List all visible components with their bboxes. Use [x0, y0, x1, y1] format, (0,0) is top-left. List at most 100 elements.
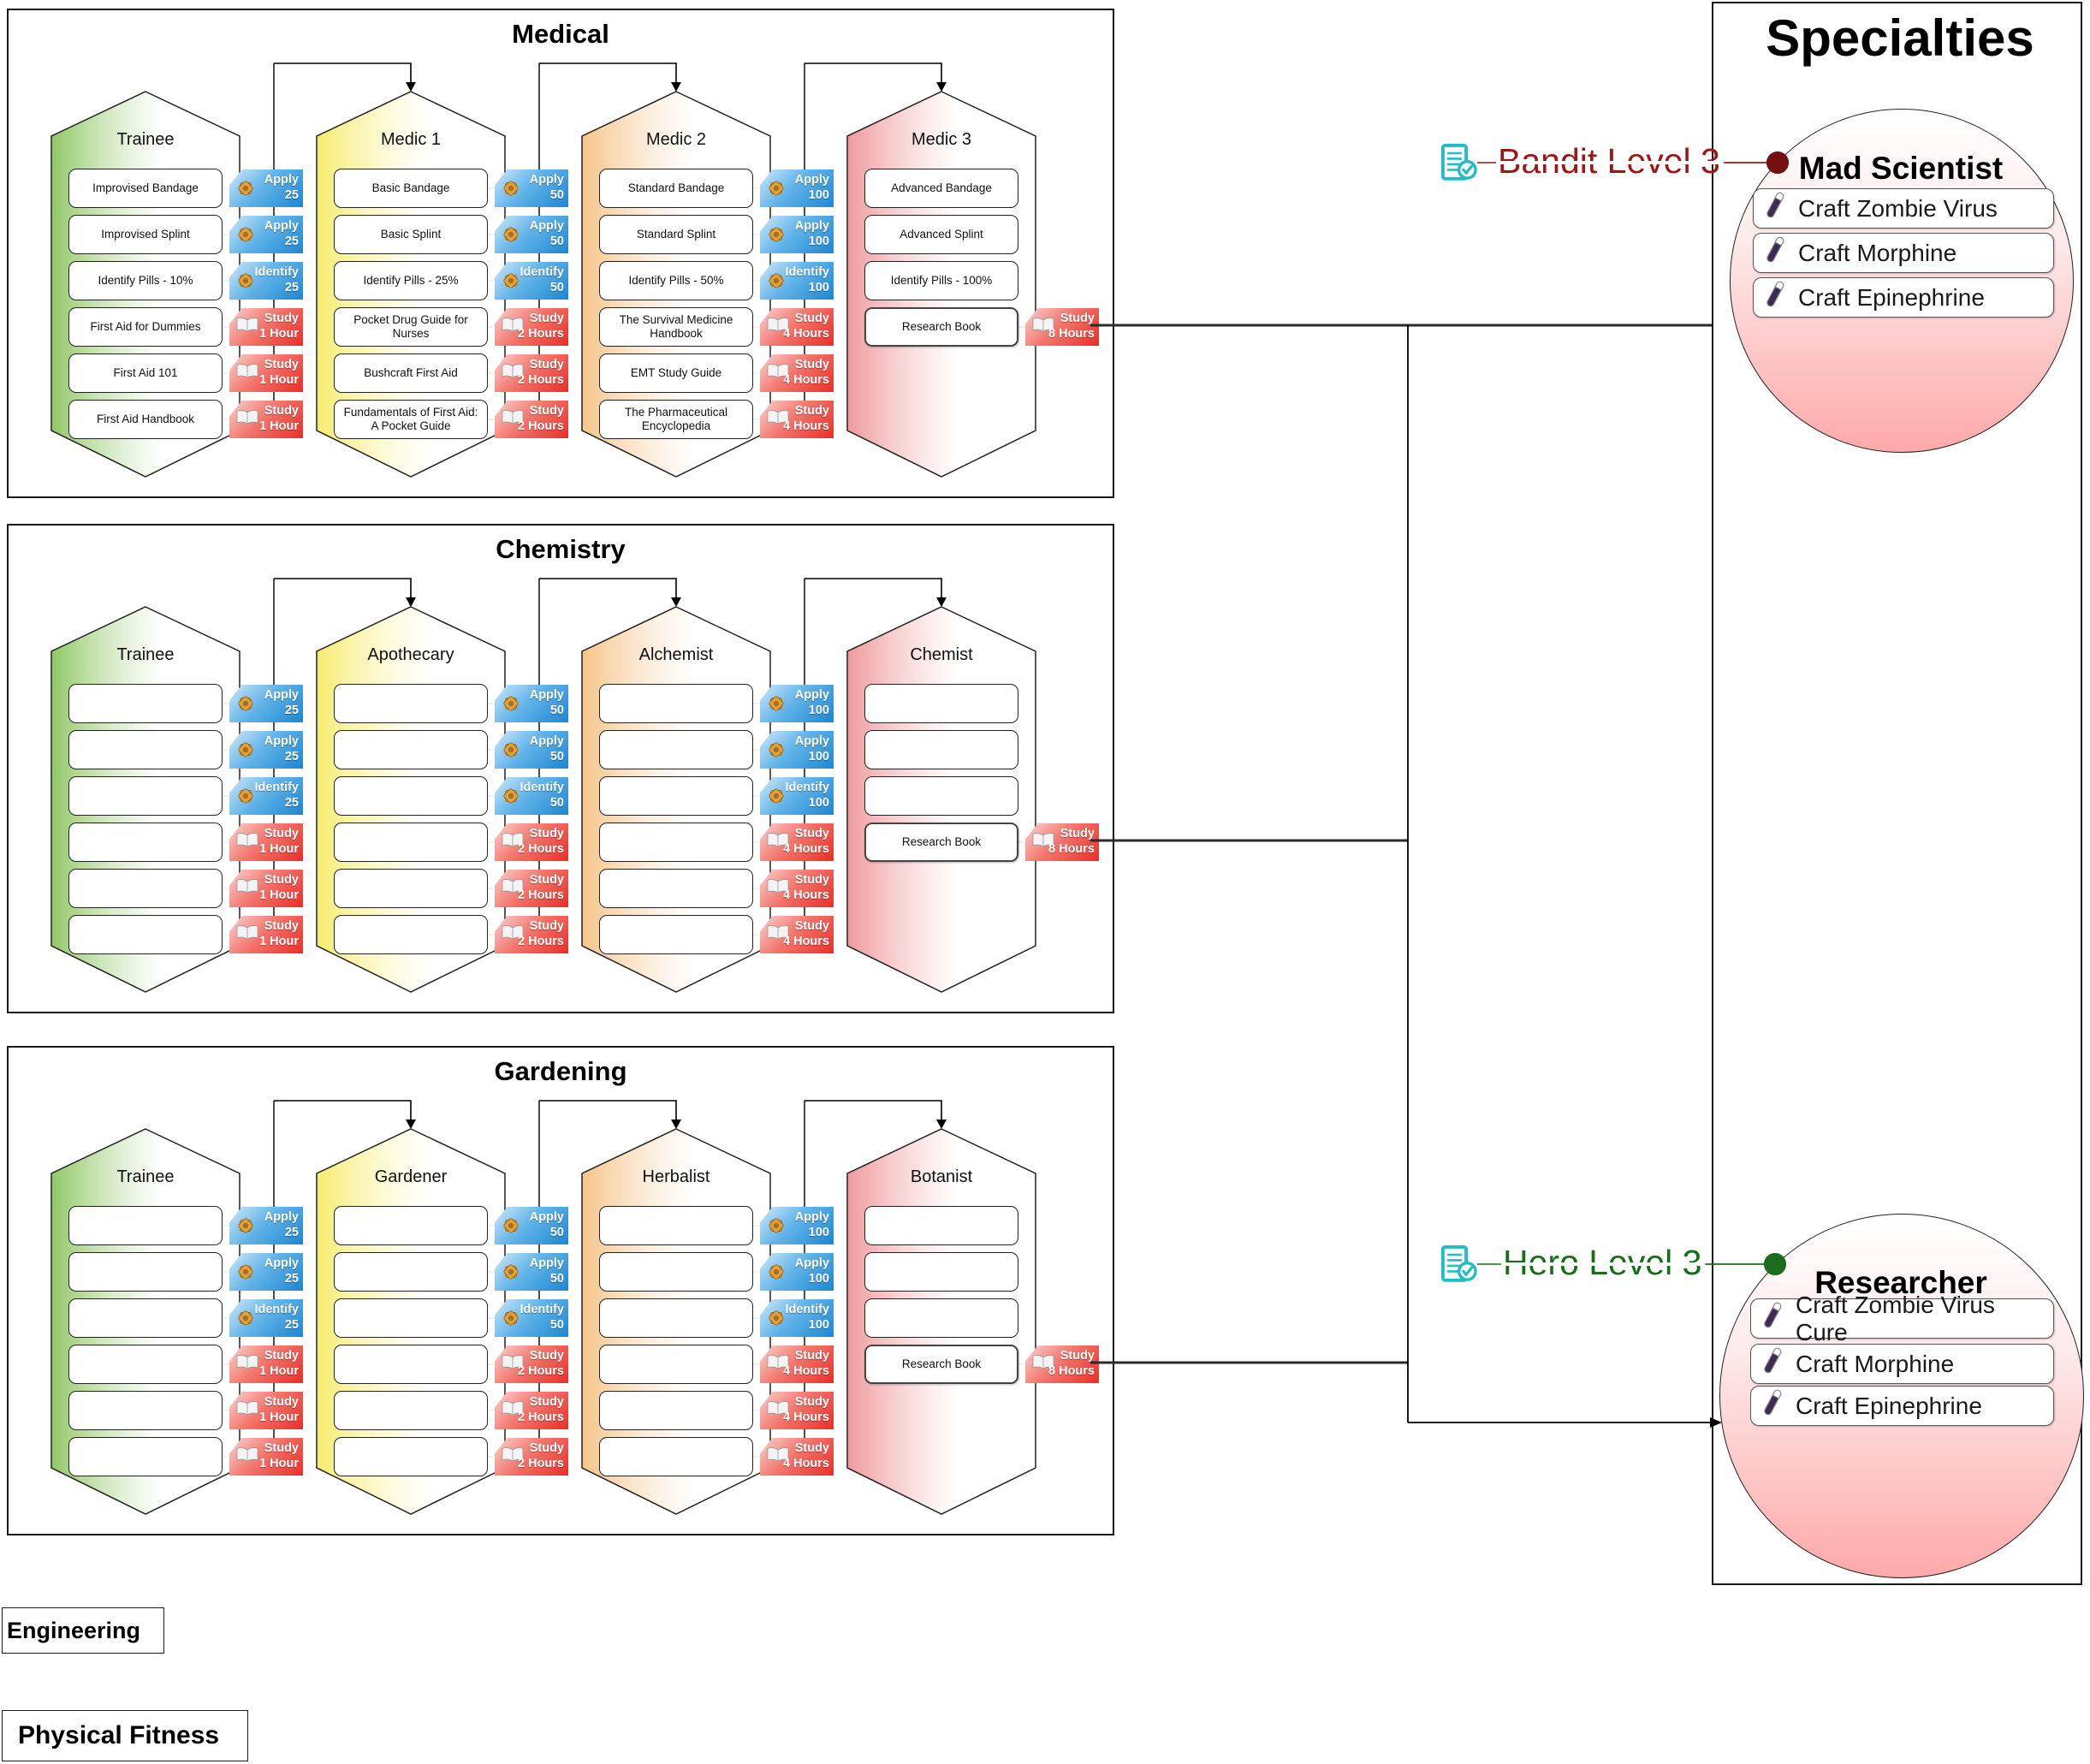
skill-item-label: First Aid for Dummies	[90, 320, 201, 334]
skill-item-box	[334, 684, 488, 723]
badge-action: Apply	[529, 173, 564, 187]
skill-item-box	[864, 684, 1018, 723]
checklist-icon-wrap	[1440, 1244, 1477, 1288]
skill-item-box	[68, 1391, 223, 1430]
badge-action: Apply	[794, 688, 829, 702]
skill-item-label: Research Book	[901, 835, 982, 849]
specialty-ability-label: Craft Epinephrine	[1796, 1392, 1982, 1419]
badge-value: 2 Hours	[518, 1364, 564, 1379]
skill-item-box	[68, 915, 223, 954]
badge-action: Study	[264, 873, 299, 887]
badge-value: 25	[284, 188, 299, 203]
specialty-ability: Craft Morphine	[1753, 233, 2054, 273]
badge-action: Study	[794, 1395, 829, 1409]
gear-icon	[238, 181, 253, 196]
badge-action: Study	[529, 827, 564, 840]
badge-action: Identify	[520, 781, 564, 794]
section-title: Chemistry	[496, 534, 626, 564]
skill-item-box: The Survival Medicine Handbook	[599, 307, 753, 347]
test-tube-icon	[1766, 236, 1784, 263]
book-icon	[767, 410, 789, 425]
tier-title: Trainee	[116, 1167, 175, 1186]
skill-item-box: Identify Pills - 50%	[599, 261, 753, 300]
skill-item-box	[864, 730, 1018, 769]
gear-icon	[769, 742, 784, 757]
tier-title: Alchemist	[638, 645, 714, 664]
badge-value: 2 Hours	[518, 935, 564, 949]
section-box-engineering: Engineering	[2, 1607, 164, 1654]
skill-item-box	[599, 1252, 753, 1292]
gear-icon	[769, 1218, 784, 1233]
specialty-ability-label: Craft Morphine	[1798, 239, 1957, 266]
badge-action: Study	[794, 873, 829, 887]
badge-action: Identify	[254, 781, 299, 794]
badge-action: Identify	[785, 1303, 829, 1316]
book-icon	[236, 925, 258, 940]
skill-item-box: Basic Splint	[334, 215, 488, 254]
skill-item-box	[334, 1298, 488, 1338]
gear-icon	[769, 227, 784, 242]
specialty-ability: Craft Epinephrine	[1750, 1386, 2054, 1426]
book-icon	[767, 318, 789, 332]
skill-item-box: First Aid for Dummies	[68, 307, 223, 347]
gear-icon	[238, 1310, 253, 1326]
badge-value: 25	[284, 1318, 299, 1333]
badge-action: Apply	[794, 1210, 829, 1224]
badge-value: 1 Hour	[259, 1364, 299, 1379]
book-icon	[502, 1447, 524, 1462]
skill-item-box: EMT Study Guide	[599, 353, 753, 393]
badge-value: 2 Hours	[518, 1411, 564, 1425]
specialties-title: Specialties	[1766, 9, 2034, 67]
badge-action: Study	[529, 1441, 564, 1455]
skill-item-box	[334, 776, 488, 816]
badge-action: Study	[794, 1349, 829, 1363]
badge-value: 100	[808, 750, 829, 764]
badge-value: 4 Hours	[783, 1457, 829, 1471]
badge-action: Apply	[264, 688, 299, 702]
skill-item-box: First Aid 101	[68, 353, 223, 393]
gear-icon	[769, 273, 784, 288]
tier-title: Botanist	[910, 1167, 973, 1186]
gear-icon	[503, 742, 519, 757]
skill-item-box: Improvised Bandage	[68, 169, 223, 208]
book-icon	[767, 1355, 789, 1369]
skill-item-box	[68, 1206, 223, 1245]
test-tube-icon	[1766, 192, 1784, 218]
book-icon	[1032, 1355, 1054, 1369]
badge-value: 100	[808, 1318, 829, 1333]
gear-icon	[769, 181, 784, 196]
skill-item-box	[334, 1437, 488, 1476]
badge-value: 25	[284, 1226, 299, 1240]
badge-value: 2 Hours	[518, 1457, 564, 1471]
badge-action: Apply	[529, 688, 564, 702]
badge-action: Study	[529, 312, 564, 325]
badge-value: 25	[284, 704, 299, 718]
gear-icon	[238, 742, 253, 757]
badge-action: Study	[264, 1395, 299, 1409]
badge-value: 50	[549, 796, 564, 811]
badge-action: Apply	[529, 734, 564, 748]
gear-icon	[769, 788, 784, 804]
book-icon	[767, 879, 789, 894]
badge-action: Identify	[520, 1303, 564, 1316]
badge-action: Identify	[785, 781, 829, 794]
skill-item-label: Identify Pills - 10%	[98, 274, 193, 288]
skill-item-label: Identify Pills - 100%	[890, 274, 993, 288]
skill-item-box	[68, 1437, 223, 1476]
skill-item-label: The Survival Medicine Handbook	[619, 313, 733, 340]
test-tube-icon	[1764, 1389, 1782, 1416]
gear-icon	[503, 1310, 519, 1326]
badge-value: 2 Hours	[518, 842, 564, 857]
skill-item-box	[334, 1252, 488, 1292]
badge-value: 4 Hours	[783, 888, 829, 903]
skill-item-box	[599, 869, 753, 908]
tier-title: Trainee	[116, 130, 175, 149]
badge-action: Study	[529, 1349, 564, 1363]
